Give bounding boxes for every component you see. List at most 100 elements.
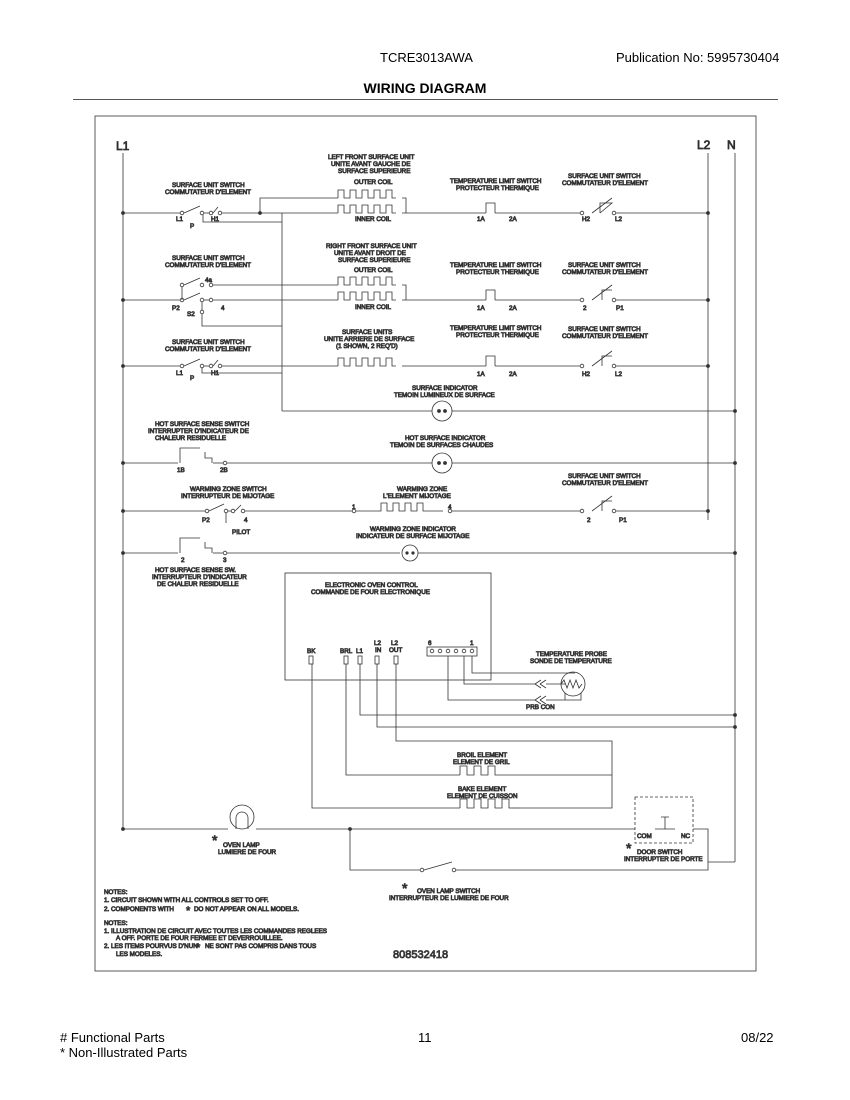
warming-zone-circuit [121,495,710,523]
rf-terminal-4a: 4a [205,277,213,284]
rear-terminal-l2: L2 [615,371,623,378]
eoc-label: ELECTRONIC OVEN CONTROL [325,582,418,589]
hs-sense-switch-label-fr2: CHALEUR RESIDUELLE [155,435,226,442]
rear-terminal-p: P [190,375,194,382]
notes-title-fr: NOTES: [104,920,128,927]
warming-terminal-1: 1 [352,504,356,511]
rear-units-label-fr: UNITE ARRIERE DE SURFACE [324,336,414,343]
warming-pilot-label: PILOT [232,529,250,536]
lf-l2switch-label-fr: COMMUTATEUR D'ELEMENT [562,180,648,187]
note-fr-2-cont: NE SONT PAS COMPRIS DANS TOUS [205,943,316,950]
door-switch-label-fr: INTERRUPTER DE PORTE [624,856,703,863]
hs2-terminal-3: 3 [223,557,227,564]
probe-label-fr: SONDE DE TEMPERATURE [530,658,612,665]
rf-terminal-s2: S2 [187,311,195,318]
lf-switch-label-fr: COMMUTATEUR D'ELEMENT [165,189,251,196]
lf-l2switch-label: SURFACE UNIT SWITCH [568,173,641,180]
footer-page-number: 11 [418,1030,432,1045]
rf-unit-label-fr2: SURFACE SUPERIEURE [338,257,410,264]
lf-inner-coil-label: INNER COIL [355,216,392,223]
note-2: 2. COMPONENTS WITH [104,906,174,913]
warming-terminal-p2: P2 [202,517,210,524]
lf-terminal-1a: 1A [477,216,486,223]
footer-non-illustrated: * Non-Illustrated Parts [60,1045,188,1060]
warming-terminal-4: 4 [244,517,248,524]
rf-switch-label-fr: COMMUTATEUR D'ELEMENT [165,262,251,269]
n-rail-label: N [727,138,736,152]
door-switch-asterisk: * [626,840,632,856]
warming-terminal-zone-4: 4 [448,504,452,511]
eoc-terminal-1: 1 [470,640,474,647]
lf-unit-label-fr1: UNITE AVANT GAUCHE DE [331,161,410,168]
rear-templimit-label-fr: PROTECTEUR THERMIQUE [456,332,539,339]
rear-l2switch-label: SURFACE UNIT SWITCH [568,326,641,333]
publication-number: Publication No: 5995730404 [616,50,780,65]
warming-terminal-2: 2 [587,517,591,524]
hs-sense-sw2-label: HOT SURFACE SENSE SW. [155,567,236,574]
note-1: 1. CIRCUIT SHOWN WITH ALL CONTROLS SET T… [104,897,269,904]
rear-units-label-qty: (1 SHOWN, 2 REQ'D) [336,343,398,350]
rear-switch-label-fr: COMMUTATEUR D'ELEMENT [165,346,251,353]
l2-rail-label: L2 [697,138,711,152]
eoc-terminal-bk: BK [307,648,316,655]
page-title: WIRING DIAGRAM [363,80,487,96]
lamp-switch-label-fr: INTERRUPTEUR DE LUMIERE DE FOUR [389,895,509,902]
eoc-terminal-l1: L1 [356,648,364,655]
hs-terminal-1b: 1B [177,467,185,474]
hs-sense-switch-label: HOT SURFACE SENSE SWITCH [155,421,250,428]
hs2-terminal-2: 2 [181,557,185,564]
hot-surface-indicator-label-fr: TEMOIN DE SURFACES CHAUDES [390,442,493,449]
rf-unit-label-fr1: UNITE AVANT DROIT DE [334,250,406,257]
rear-terminal-1a: 1A [477,371,486,378]
notes-title: NOTES: [104,889,128,896]
lf-templimit-label: TEMPERATURE LIMIT SWITCH [450,178,542,185]
broil-element-label-fr: ELEMENT DE GRIL [453,759,510,766]
warming-terminal-p1: P1 [619,517,627,524]
hot-surface-indicator-label: HOT SURFACE INDICATOR [405,435,486,442]
rf-terminal-2a: 2A [509,305,518,312]
diagram-frame [94,115,757,972]
rf-inner-coil-label: INNER COIL [355,304,392,311]
door-switch-nc: NC [681,833,691,840]
hs-sense-sw2-label-fr2: DE CHALEUR RESIDUELLE [157,581,239,588]
rf-templimit-label: TEMPERATURE LIMIT SWITCH [450,262,542,269]
oven-lamp-label-fr: LUMIERE DE FOUR [218,849,277,856]
bake-element-label: BAKE ELEMENT [458,786,506,793]
hs-sense-switch-label-fr1: INTERRUPTER D'INDICATEUR DE [148,428,249,435]
surface-indicator-label: SURFACE INDICATOR [412,385,478,392]
rear-terminal-h2: H2 [582,371,591,378]
warming-l2switch-label-fr: COMMUTATEUR D'ELEMENT [562,480,648,487]
rf-switch-label: SURFACE UNIT SWITCH [172,255,245,262]
lf-unit-label-fr2: SURFACE SUPERIEURE [338,168,410,175]
eoc-terminal-6: 6 [428,640,432,647]
lf-terminal-h2: H2 [582,216,591,223]
eoc-label-fr: COMMANDE DE FOUR ELECTRONIQUE [311,589,430,596]
lf-unit-label: LEFT FRONT SURFACE UNIT [328,154,415,161]
oven-lamp-asterisk: * [212,832,218,848]
rf-terminal-4: 4 [221,305,225,312]
warming-indicator-circuit [121,537,737,562]
eoc-terminal-l2in: L2 [374,640,382,647]
note-fr-1-cont: A OFF. PORTE DE FOUR FERMEE ET DEVERROUI… [116,935,283,942]
lamp-switch-label: OVEN LAMP SWITCH [417,888,481,895]
hs-sense-sw2-label-fr1: INTERRUPTEUR D'INDICATEUR [152,574,247,581]
rear-units-circuit [121,350,710,374]
rf-l2switch-label-fr: COMMUTATEUR D'ELEMENT [562,269,648,276]
note-fr-2: 2. LES ITEMS POURVUS D'NUN [104,943,198,950]
rf-l2switch-label: SURFACE UNIT SWITCH [568,262,641,269]
rear-templimit-label: TEMPERATURE LIMIT SWITCH [450,325,542,332]
footer-functional-parts: # Functional Parts [60,1030,165,1045]
rear-terminal-h1: H1 [211,370,220,377]
lf-templimit-label-fr: PROTECTEUR THERMIQUE [456,185,539,192]
broil-element-label: BROIL ELEMENT [457,752,507,759]
rf-templimit-label-fr: PROTECTEUR THERMIQUE [456,269,539,276]
footer-date: 08/22 [741,1030,774,1045]
rear-l2switch-label-fr: COMMUTATEUR D'ELEMENT [562,333,648,340]
rear-terminal-l1: L1 [176,370,184,377]
lamp-circuit [121,796,735,873]
rf-terminal-p2: P2 [172,305,180,312]
lf-switch-label: SURFACE UNIT SWITCH [172,182,245,189]
l1-rail-label: L1 [116,139,130,153]
lf-terminal-l1: L1 [176,216,184,223]
